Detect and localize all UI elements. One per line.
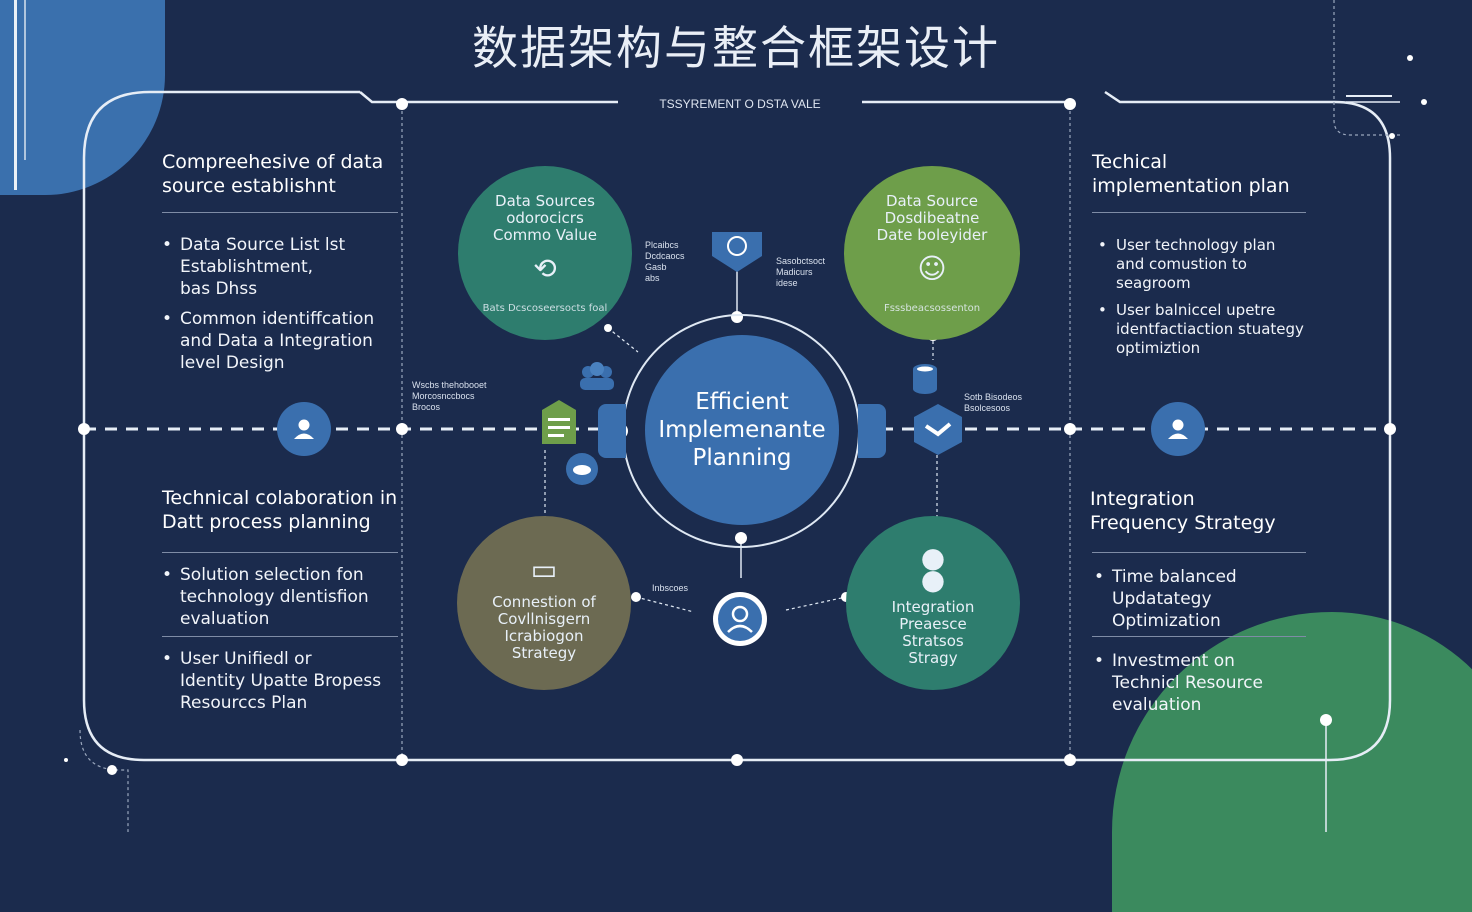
- circle-integration-strategy: ●● Integration Preaesce Stratsos Stragy: [846, 516, 1020, 690]
- circle-label: Connestion of Covllnisgern Icrabiogon St…: [492, 592, 596, 662]
- list-item: Common identiffcation and Data a Integra…: [162, 308, 398, 374]
- circle-label: Data Source Dosdibeatne Date boleyider: [876, 191, 988, 244]
- group-icon: [576, 360, 618, 392]
- page-subtitle: TSSYREMENT O DSTA VALE: [618, 97, 862, 111]
- circle-connection-strategy: ▭ Connestion of Covllnisgern Icrabiogon …: [457, 516, 631, 690]
- right-heading-2: Integration Frequency Strategy: [1090, 488, 1276, 534]
- database-icon: [910, 362, 940, 396]
- brain-shield-icon: [708, 226, 766, 274]
- list-item: Investment on Technicl Resource evaluati…: [1094, 650, 1294, 716]
- divider: [1092, 636, 1306, 637]
- annotation-bottom: Inbscoes: [652, 583, 689, 593]
- document-icon: [538, 398, 580, 446]
- circle-caption: Bats Dcscoseersocts foal: [482, 302, 608, 314]
- divider: [162, 212, 398, 213]
- left-list-2: Solution selection fon technology dlenti…: [162, 564, 398, 638]
- connector-tab-right: [858, 404, 886, 458]
- user-icon: [1151, 402, 1205, 456]
- cloud-icon: [564, 452, 600, 486]
- list-item: User Unifiedl or Identity Upatte Bropess…: [162, 648, 398, 714]
- dots-icon: ●●: [920, 541, 946, 596]
- person-circle-icon: [711, 590, 769, 648]
- left-heading-2: Technical colaboration in Datt process p…: [162, 487, 398, 533]
- right-list-2: Time balanced Updatategy Optimization: [1094, 566, 1294, 640]
- circle-data-sources: Data Sources odorocicrs Commo Value ⟲ Ba…: [458, 166, 632, 340]
- circle-caption: Fsssbeacsossenton: [883, 302, 981, 314]
- circle-data-source-2: Data Source Dosdibeatne Date boleyider ☺…: [844, 166, 1020, 340]
- network-icon: ⟲: [533, 251, 557, 285]
- divider: [162, 636, 398, 637]
- center-hub: Efficient Implemenante Planning: [645, 335, 839, 525]
- annotation-top-left: Plcaibcs Dcdcaocs Gasb abs: [645, 240, 685, 283]
- divider: [162, 552, 398, 553]
- right-heading-1: Techical implementation plan: [1092, 151, 1290, 197]
- right-list-3: Investment on Technicl Resource evaluati…: [1094, 650, 1294, 724]
- hexagon-node-icon: [912, 402, 964, 456]
- divider: [1092, 212, 1306, 213]
- presentation-icon: ▭: [530, 552, 558, 586]
- face-icon: ☺: [917, 251, 947, 285]
- list-item: Time balanced Updatategy Optimization: [1094, 566, 1294, 632]
- annotation-top-right: Sasobctsoct Madicurs idese: [776, 256, 826, 288]
- list-item: Data Source List lst Establishtment, bas…: [162, 234, 398, 300]
- list-item: User technology plan and comustion to se…: [1098, 236, 1328, 293]
- circle-label: Integration Preaesce Stratsos Stragy: [891, 598, 975, 667]
- decor-stripe-thin: [24, 0, 26, 160]
- left-heading-1: Compreehesive of data source establishnt: [162, 151, 384, 197]
- list-item: Solution selection fon technology dlenti…: [162, 564, 398, 630]
- annotation-left: Wscbs thehobooet Morcosnccbocs Brocos: [412, 380, 487, 412]
- circle-label: Data Sources odorocicrs Commo Value: [492, 191, 597, 244]
- right-list-1: User technology plan and comustion to se…: [1098, 236, 1328, 366]
- connector-tab-left: [598, 404, 626, 458]
- left-list-1: Data Source List lst Establishtment, bas…: [162, 234, 398, 382]
- annotation-right: Sotb Bisodeos Bsolcesoos: [964, 392, 1023, 413]
- user-icon: [277, 402, 331, 456]
- decor-stripe: [14, 0, 17, 190]
- list-item: User balniccel upetre identfactiaction s…: [1098, 301, 1328, 358]
- divider: [1092, 552, 1306, 553]
- page-title: 数据架构与整合框架设计: [472, 21, 1000, 75]
- left-list-3: User Unifiedl or Identity Upatte Bropess…: [162, 648, 398, 722]
